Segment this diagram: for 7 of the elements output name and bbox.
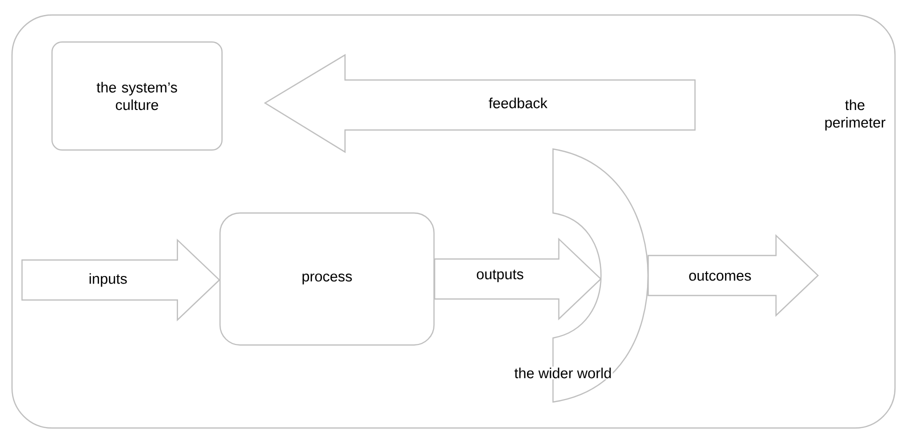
block-arrow bbox=[648, 234, 819, 317]
edge-label: inputs bbox=[88, 272, 128, 288]
block-arrow bbox=[21, 238, 220, 322]
rounded-box: the system’s culture bbox=[51, 41, 223, 151]
rounded-box: process bbox=[219, 212, 435, 346]
block-arrow bbox=[434, 238, 602, 320]
edge-label: outcomes bbox=[688, 270, 752, 282]
